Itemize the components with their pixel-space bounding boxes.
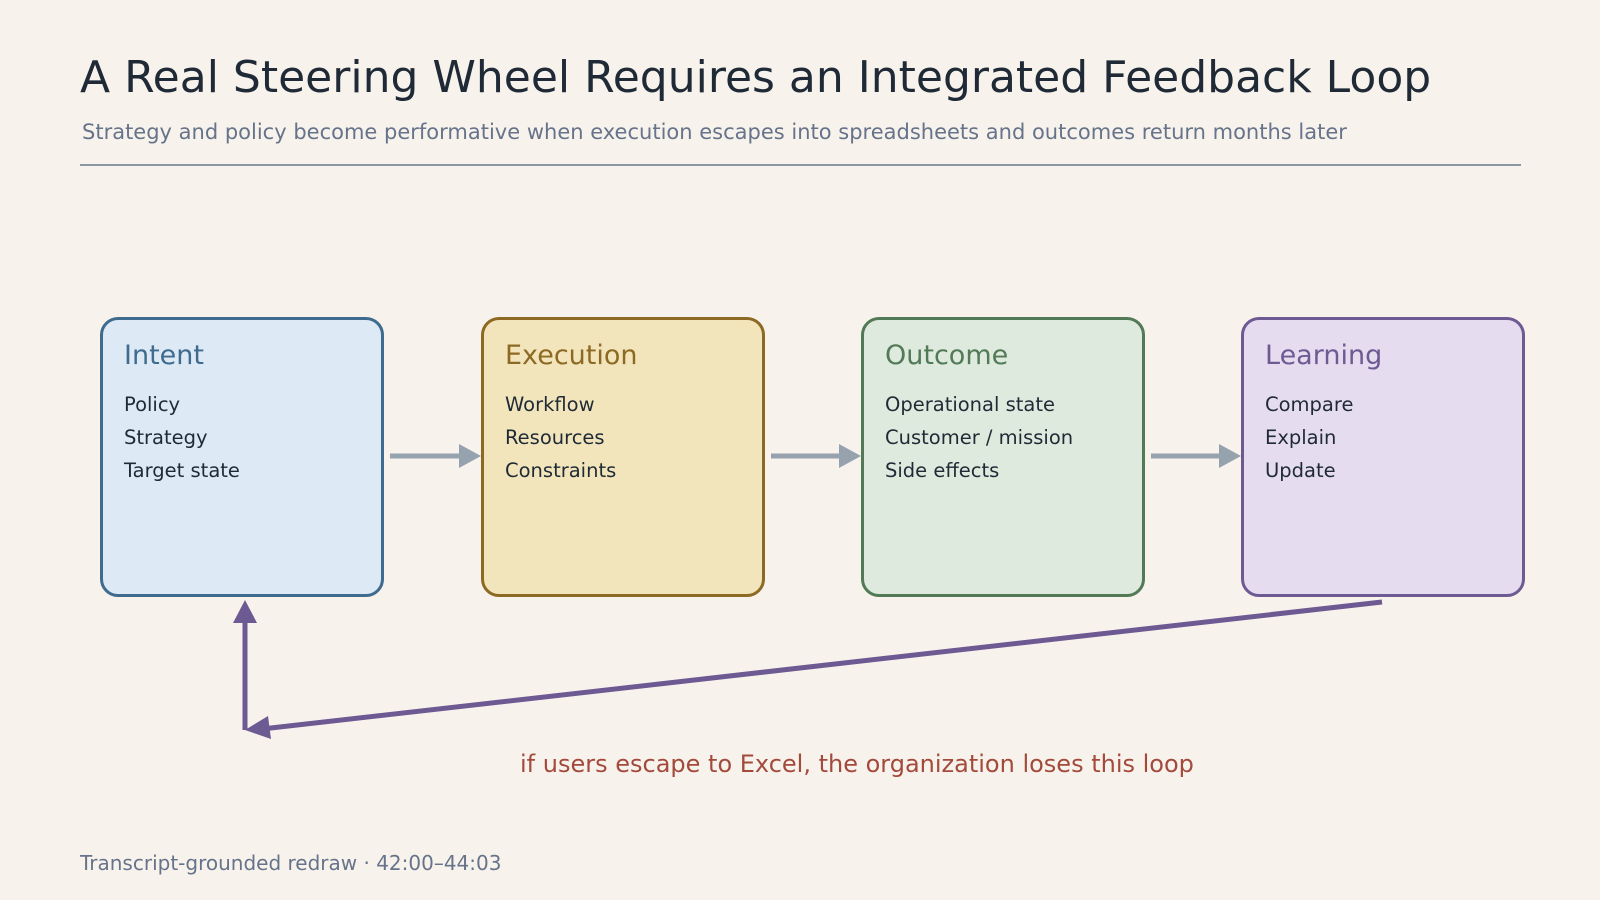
stage-item: Constraints <box>505 459 617 482</box>
stage-title: Learning <box>1265 340 1383 371</box>
stage-item-list: Operational state Customer / mission Sid… <box>885 388 1073 487</box>
stage-item: Customer / mission <box>885 426 1074 449</box>
forward-arrow-execution-outcome <box>771 444 861 468</box>
feedback-arrow-learning-to-intent <box>233 599 1383 739</box>
stage-item: Target state <box>124 459 240 482</box>
stage-item-list: Policy Strategy Target state <box>124 388 240 487</box>
stage-item: Side effects <box>885 459 1000 482</box>
stage-box-learning: Learning Compare Explain Update <box>1241 317 1525 597</box>
stage-item: Compare <box>1265 393 1354 416</box>
footer-caption: Transcript-grounded redraw · 42:00–44:03 <box>80 851 502 875</box>
stage-item: Workflow <box>505 393 595 416</box>
page-title: A Real Steering Wheel Requires an Integr… <box>80 52 1432 103</box>
stage-item: Resources <box>505 426 605 449</box>
stage-item: Explain <box>1265 426 1337 449</box>
stage-item: Update <box>1265 459 1336 482</box>
page-subtitle: Strategy and policy become performative … <box>82 120 1347 144</box>
stage-item-list: Workflow Resources Constraints <box>505 388 616 487</box>
stage-title: Intent <box>124 340 204 371</box>
stage-box-execution: Execution Workflow Resources Constraints <box>481 317 765 597</box>
stage-item: Policy <box>124 393 181 416</box>
stage-box-outcome: Outcome Operational state Customer / mis… <box>861 317 1145 597</box>
loop-warning-text: if users escape to Excel, the organizati… <box>520 750 1194 778</box>
stage-title: Execution <box>505 340 638 371</box>
forward-arrow-outcome-learning <box>1151 444 1241 468</box>
stage-item: Operational state <box>885 393 1056 416</box>
stage-item: Strategy <box>124 426 208 449</box>
forward-arrow-intent-execution <box>390 444 481 468</box>
stage-item-list: Compare Explain Update <box>1265 388 1353 487</box>
stage-title: Outcome <box>885 340 1009 371</box>
header-divider <box>80 164 1521 166</box>
stage-box-intent: Intent Policy Strategy Target state <box>100 317 384 597</box>
